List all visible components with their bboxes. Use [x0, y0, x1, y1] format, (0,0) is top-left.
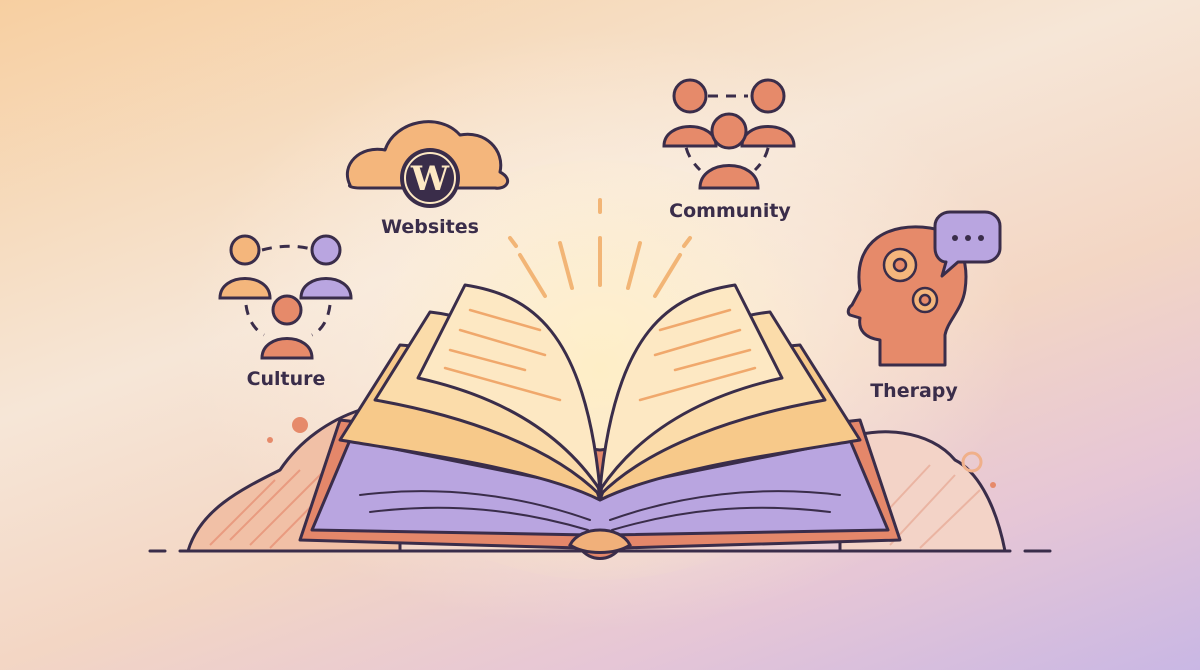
decor-dots	[267, 417, 996, 488]
label-therapy: Therapy	[870, 380, 958, 402]
label-culture: Culture	[246, 368, 326, 390]
connected-people-icon	[218, 234, 353, 360]
label-websites: Websites	[381, 216, 479, 238]
label-community: Community	[669, 200, 791, 222]
wordpress-cloud-icon: W	[346, 120, 510, 208]
open-book-illustration	[298, 283, 902, 560]
head-gears-speech-icon	[846, 210, 1002, 367]
sun-rays	[508, 198, 692, 298]
people-group-icon	[662, 78, 796, 190]
svg-text:W: W	[410, 159, 450, 199]
